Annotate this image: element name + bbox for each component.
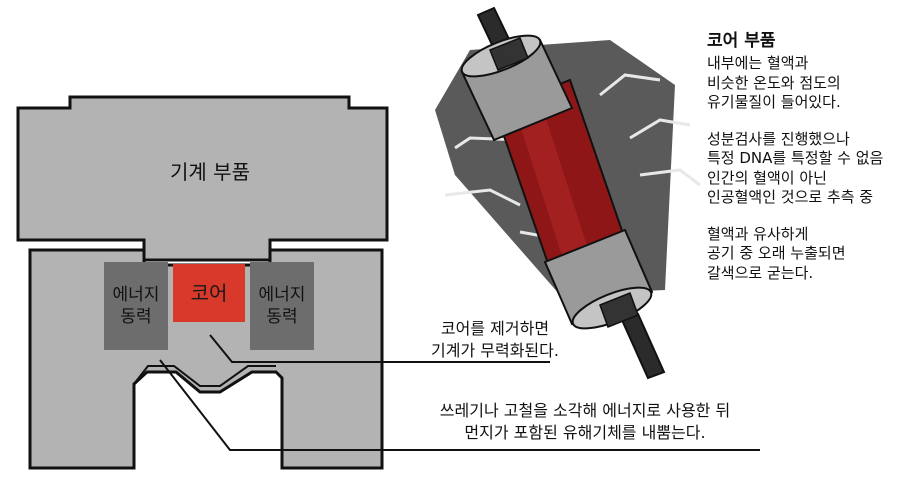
top-metal-cap — [460, 34, 574, 142]
core-description: 코어 부품 내부에는 혈액과 비슷한 온도와 점도의 유기물질이 들어있다. 성… — [707, 30, 907, 283]
energy-box-right — [250, 262, 314, 350]
callout-core-line: 기계가 무력화된다. — [431, 340, 559, 360]
desc-line: 내부에는 혈액과 — [707, 54, 809, 73]
desc-line: 특정 DNA를 특정할 수 없음 — [707, 149, 884, 168]
desc-line: 유기물질이 들어있다. — [707, 93, 841, 112]
core-description-title: 코어 부품 — [707, 31, 776, 51]
leader-line-core — [209, 334, 550, 363]
desc-line: 비슷한 온도와 점도의 — [707, 73, 841, 92]
callout-core-line: 코어를 제거하면 — [440, 319, 550, 338]
core-label: 코어 — [190, 281, 228, 305]
energy-box-left — [104, 262, 168, 350]
desc-line: 성분검사를 진행했으나 — [707, 129, 850, 148]
desc-line: 공기 중 오래 누출되면 — [707, 244, 846, 263]
machine-upper-body — [16, 95, 389, 262]
leader-line-energy — [159, 359, 760, 451]
energy-label-left: 에너지 동력 — [112, 284, 160, 327]
core-part-illustration — [435, 6, 701, 380]
energy-label-right: 에너지 동력 — [258, 284, 306, 327]
callout-energy-line: 먼지가 포함된 유해기체를 내뿜는다. — [464, 422, 706, 442]
callout-energy-line: 쓰레기나 고철을 소각해 에너지로 사용한 뒤 — [439, 401, 731, 420]
callout-core: 코어를 제거하면 기계가 무력화된다. — [395, 318, 595, 361]
desc-line: 인공혈액인 것으로 추측 중 — [707, 188, 874, 207]
desc-line: 인간의 혈액이 아닌 — [707, 168, 827, 187]
core-box — [173, 264, 245, 322]
machine-label: 기계 부품 — [170, 160, 250, 184]
desc-line: 갈색으로 굳는다. — [707, 263, 814, 282]
desc-line: 혈액과 유사하게 — [707, 224, 809, 243]
machine-wedge — [133, 365, 276, 387]
bottom-metal-cap — [543, 228, 654, 330]
callout-energy: 쓰레기나 고철을 소각해 에너지로 사용한 뒤 먼지가 포함된 유해기체를 내뿜… — [395, 400, 775, 443]
